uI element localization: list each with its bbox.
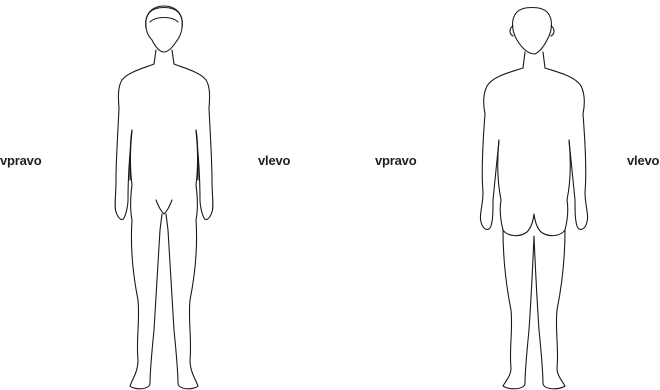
front-torso-sides-outline [131, 130, 198, 220]
front-head-outline [146, 8, 183, 53]
front-arm-left-outline [196, 108, 213, 220]
back-view-body-outline [465, 0, 605, 390]
back-arm-left-outline [480, 114, 499, 229]
front-hair-outline [146, 6, 183, 28]
front-left-side-label: vlevo [258, 154, 290, 167]
front-crotch-outline [156, 200, 172, 214]
back-head-outline [513, 8, 552, 55]
back-right-side-label: vpravo [375, 154, 416, 167]
back-ears-outline [510, 26, 554, 36]
front-legs-outline [130, 214, 198, 389]
front-right-side-label: vpravo [0, 154, 41, 167]
back-left-side-label: vlevo [627, 154, 659, 167]
back-shoulders-outline [484, 68, 585, 114]
front-arm-right-outline [115, 108, 132, 220]
back-buttocks-outline [503, 214, 565, 236]
front-view-body-outline [100, 0, 230, 390]
front-torso-outline [118, 64, 209, 108]
back-arm-right-outline [569, 114, 588, 229]
back-legs-outline [503, 230, 565, 389]
